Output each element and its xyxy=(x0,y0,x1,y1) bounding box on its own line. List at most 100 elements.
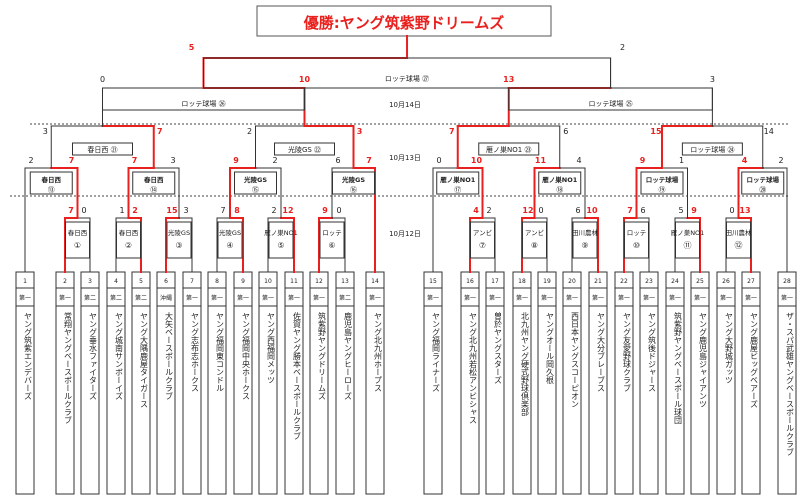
score: 3 xyxy=(357,127,363,136)
match-box-round1 xyxy=(217,221,243,259)
team-division: 第一 xyxy=(19,294,31,302)
team-number: 1 xyxy=(23,278,27,285)
score: 7 xyxy=(69,156,75,165)
match-number: ⑳ xyxy=(759,186,766,194)
team-name: ヤング鹿屋ビッグベアーズ xyxy=(750,312,759,408)
match-number: ⑮ xyxy=(252,186,259,194)
match-number: ⑥ xyxy=(328,241,335,250)
score: 15 xyxy=(166,206,178,215)
venue-label: 春日西 xyxy=(119,228,139,237)
score: 2 xyxy=(486,206,491,215)
match-number: ⑤ xyxy=(277,241,284,250)
venue-label: 光陵GS xyxy=(341,175,365,184)
team-name: 曽於ヤングスターズ xyxy=(494,311,503,384)
team-number: 26 xyxy=(722,278,730,285)
score: 0 xyxy=(336,206,341,215)
venue-label: 春日西 ㉑ xyxy=(87,145,117,154)
score: 6 xyxy=(563,127,568,136)
team-name: ヤング福岡ライナーズ xyxy=(432,312,441,392)
venue-label: ロッテ球場 xyxy=(646,175,679,184)
team-name: 北九州ヤング硬式野球倶楽部 xyxy=(521,312,530,417)
team-name: ヤングオール岡久根 xyxy=(546,312,555,385)
venue-label: 光陵GS xyxy=(219,228,241,237)
team-column xyxy=(182,271,202,495)
venue-label: 春日西 xyxy=(143,175,164,184)
match-number: ④ xyxy=(226,241,233,250)
venue-label: ロッテ球場 ㉖ xyxy=(181,99,225,108)
match-number: ② xyxy=(125,241,132,250)
match-number: ③ xyxy=(175,241,182,250)
match-box-round1 xyxy=(65,221,90,259)
venue-label: ロッテ球場 ㉕ xyxy=(588,99,632,108)
team-division: 第一 xyxy=(369,294,381,302)
match-number: ⑨ xyxy=(581,241,588,250)
team-number: 20 xyxy=(568,278,576,285)
match-box-round1 xyxy=(522,221,547,259)
team-division: 第一 xyxy=(313,294,325,302)
score: 6 xyxy=(575,206,580,215)
team-number: 3 xyxy=(88,278,92,285)
match-box-round1 xyxy=(319,221,345,259)
score: 6 xyxy=(335,156,340,165)
team-name: ヤング大分ブレーブス xyxy=(597,312,606,392)
team-name: ヤング北九州ホープス xyxy=(374,312,383,392)
score: 0 xyxy=(538,206,543,215)
score: 0 xyxy=(729,206,734,215)
team-division: 第一 xyxy=(618,294,630,302)
team-division: 第一 xyxy=(516,294,528,302)
match-number: ⑱ xyxy=(556,186,563,194)
score: 4 xyxy=(576,156,581,165)
score: 7 xyxy=(157,127,163,136)
team-division: 第一 xyxy=(745,294,757,302)
venue-label: 光陵GS xyxy=(168,228,190,237)
score: 2 xyxy=(132,206,138,215)
date-label-final: 10月14日 xyxy=(389,101,421,109)
team-number: 23 xyxy=(645,278,653,285)
score: 7 xyxy=(68,206,74,215)
team-division: 第一 xyxy=(541,294,553,302)
venue-label: 雁ノ巣NO1 xyxy=(542,175,577,184)
team-number: 15 xyxy=(429,278,437,285)
match-box-round1 xyxy=(675,221,700,259)
score: 2 xyxy=(620,43,625,52)
match-number: ⑲ xyxy=(659,186,666,194)
match-box-round2 xyxy=(29,171,73,195)
team-column xyxy=(233,271,253,495)
venue-label: ロッテ球場 xyxy=(747,175,780,184)
score: 0 xyxy=(436,156,441,165)
score: 2 xyxy=(28,156,33,165)
venue-label: 田川農林 xyxy=(572,228,599,237)
team-name: ヤング福岡東コンドル xyxy=(216,312,225,392)
team-division: 第一 xyxy=(186,294,198,302)
team-number: 16 xyxy=(466,278,474,285)
score: 3 xyxy=(43,127,48,136)
team-column xyxy=(80,271,100,495)
team-number: 7 xyxy=(190,278,194,285)
score: 12 xyxy=(522,206,533,215)
match-box-round2 xyxy=(132,171,176,195)
score: 7 xyxy=(220,206,225,215)
score: 12 xyxy=(282,206,293,215)
match-box-quarterfinal xyxy=(681,142,743,156)
match-box-final xyxy=(203,57,612,89)
score: 2 xyxy=(778,156,783,165)
venue-label: ロッテ球場 ㉗ xyxy=(385,74,429,83)
team-number: 2 xyxy=(63,278,67,285)
match-number: ⑰ xyxy=(454,186,461,194)
venue-label: 雁ノ巣NO1 xyxy=(264,228,298,237)
team-division: 第一 xyxy=(566,294,578,302)
score: 4 xyxy=(742,156,748,165)
score: 5 xyxy=(189,43,195,52)
team-division: 第一 xyxy=(720,294,732,302)
title-box xyxy=(256,5,552,37)
score: 6 xyxy=(640,206,645,215)
team-number: 22 xyxy=(620,278,628,285)
venue-label: 春日西 xyxy=(41,175,62,184)
venue-label: ロッテ球場 ㉔ xyxy=(690,145,734,154)
score: 10 xyxy=(471,156,483,165)
match-box-quarterfinal xyxy=(72,142,133,156)
team-division: 第二 xyxy=(84,294,96,302)
venue-label: 雁ノ巣NO1 xyxy=(440,175,475,184)
team-number: 21 xyxy=(594,278,602,285)
match-number: ⑬ xyxy=(48,186,55,194)
